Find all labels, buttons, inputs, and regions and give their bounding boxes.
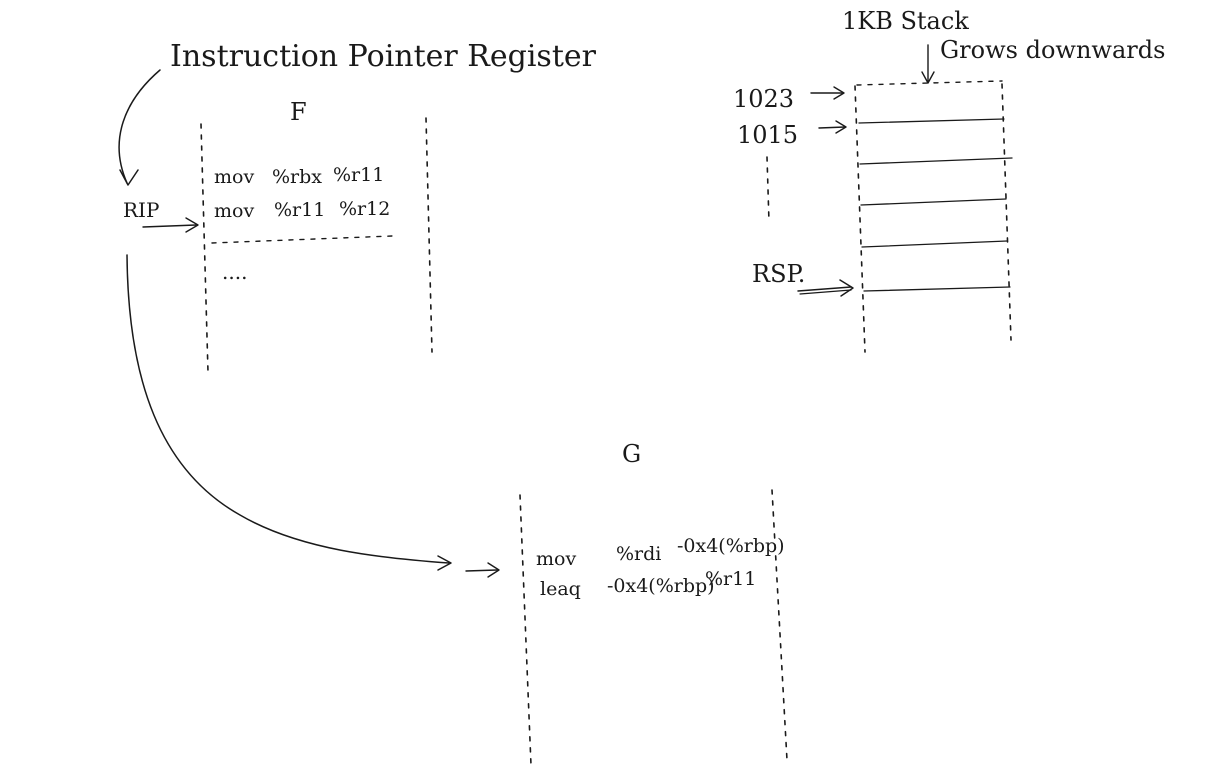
g-code-line-1-arg-a: %rdi [616,543,662,565]
function-f-label: F [290,98,307,126]
g-code-line-2-op: leaq [540,578,581,600]
stack-slot-line [861,240,1008,248]
function-g-label: G [622,440,642,468]
rip-arrow-icon [142,224,197,228]
rsp-arrow-icon [797,286,852,292]
rsp-arrow-icon [799,289,852,295]
g-code-line-1-arg-b: -0x4(%rbp) [677,535,785,557]
f-code-ellipsis: .... [222,260,248,284]
grows-downwards-label: Grows downwards [940,36,1166,64]
g-code-line-1-op: mov [536,548,577,570]
f-code-line-2-op: mov [214,200,255,222]
g-block-right-border [771,489,788,761]
stack-slot-line [859,157,1013,165]
stack-right-border [1001,83,1012,341]
grows-arrow-head-icon [921,71,935,84]
stack-slot-line [858,118,1005,124]
address-1015-label: 1015 [737,121,799,149]
f-code-line-1-arg-b: %r11 [333,164,385,186]
rsp-arrow-head-icon [839,279,854,297]
g-code-line-2-arg-b: %r11 [705,568,757,590]
address-ellipsis-dots [766,156,770,223]
f-code-line-1-op: mov [214,166,255,188]
rip-to-g-arrow-head-icon [437,555,452,571]
stack-title-label: 1KB Stack [842,7,969,35]
address-1023-label: 1023 [733,85,795,113]
f-block-left-border [200,123,209,373]
stack-top-slot [856,80,1003,86]
stack-slot-line [860,198,1007,206]
addr-1015-arrow-icon [818,126,846,129]
g-entry-arrow-icon [465,569,498,572]
stack-left-border [854,85,866,353]
ip-curve-arrow-icon [118,69,161,184]
g-code-line-2-arg-a: -0x4(%rbp) [607,575,715,597]
addr-1015-arrow-head-icon [835,120,847,134]
rsp-label: RSP. [752,260,806,288]
ip-curve-arrow-head-icon [119,169,139,186]
rip-label: RIP [123,198,160,222]
f-block-right-border [425,117,433,353]
f-separator-line [211,235,393,244]
f-code-line-2-arg-a: %r11 [274,199,326,221]
g-block-left-border [519,494,532,766]
stack-slot-line [863,286,1011,292]
rip-arrow-head-icon [185,217,199,233]
f-code-line-2-arg-b: %r12 [339,198,391,220]
f-code-line-1-arg-a: %rbx [272,166,323,188]
addr-1023-arrow-head-icon [833,86,845,100]
g-entry-arrow-head-icon [487,562,500,578]
rip-to-g-curve-arrow-icon [126,254,450,564]
instruction-pointer-label: Instruction Pointer Register [170,39,596,74]
